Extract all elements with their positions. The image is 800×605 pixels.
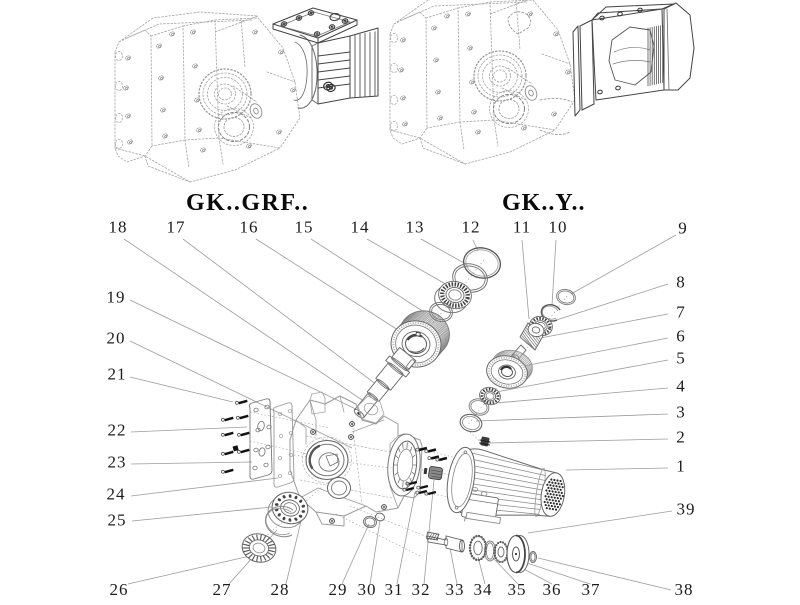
svg-text:8: 8	[676, 273, 686, 292]
svg-text:15: 15	[295, 218, 314, 237]
svg-text:23: 23	[108, 453, 127, 472]
svg-text:35: 35	[508, 580, 527, 599]
svg-text:2: 2	[676, 428, 686, 447]
svg-text:18: 18	[109, 218, 128, 237]
svg-text:16: 16	[240, 218, 259, 237]
svg-text:5: 5	[676, 349, 686, 368]
svg-text:19: 19	[107, 288, 126, 307]
svg-text:17: 17	[167, 218, 186, 237]
svg-text:13: 13	[406, 218, 425, 237]
svg-text:7: 7	[676, 303, 686, 322]
svg-text:9: 9	[678, 219, 688, 238]
svg-text:11: 11	[513, 218, 531, 237]
svg-text:29: 29	[329, 580, 348, 599]
svg-text:GK..GRF..: GK..GRF..	[186, 190, 309, 216]
svg-text:34: 34	[474, 580, 493, 599]
svg-text:12: 12	[462, 218, 481, 237]
svg-text:1: 1	[676, 457, 686, 476]
svg-text:10: 10	[549, 218, 568, 237]
svg-text:6: 6	[676, 327, 686, 346]
svg-text:36: 36	[543, 580, 562, 599]
svg-text:22: 22	[108, 421, 127, 440]
svg-text:24: 24	[107, 485, 126, 504]
svg-text:38: 38	[675, 580, 694, 599]
svg-text:21: 21	[108, 365, 127, 384]
svg-text:3: 3	[676, 403, 686, 422]
svg-text:4: 4	[676, 377, 686, 396]
svg-text:30: 30	[358, 580, 377, 599]
svg-text:27: 27	[213, 580, 232, 599]
svg-text:31: 31	[385, 580, 404, 599]
svg-text:32: 32	[412, 580, 431, 599]
svg-text:25: 25	[108, 511, 127, 530]
svg-text:28: 28	[271, 580, 290, 599]
svg-text:39: 39	[677, 500, 696, 519]
svg-text:20: 20	[107, 329, 126, 348]
svg-text:33: 33	[446, 580, 465, 599]
svg-text:26: 26	[110, 580, 129, 599]
svg-text:37: 37	[582, 580, 601, 599]
svg-text:14: 14	[351, 218, 370, 237]
svg-text:GK..Y..: GK..Y..	[502, 190, 585, 216]
